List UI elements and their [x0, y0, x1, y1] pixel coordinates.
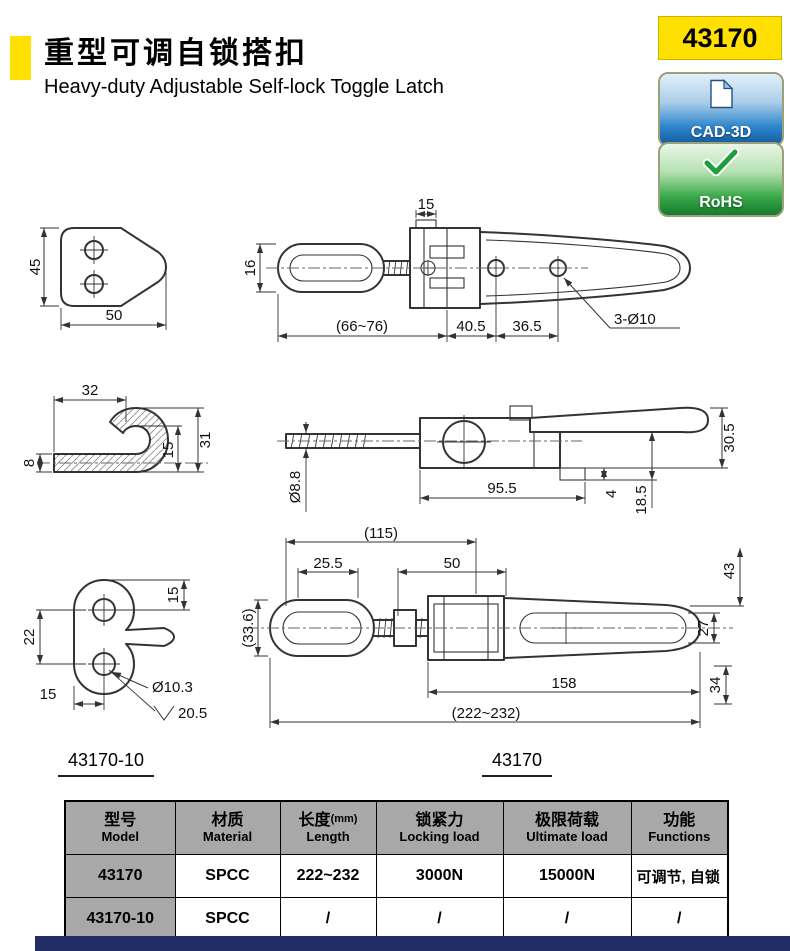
dim-label: 22 [21, 629, 38, 646]
dim-label: 40.5 [456, 318, 485, 335]
dim-label: (115) [364, 526, 398, 542]
drawing-latch-side: 15 16 (66~76) 40.5 36.5 3-Ø10 [242, 196, 691, 342]
rohs-badge: RoHS [658, 142, 784, 217]
dim-label: 31 [197, 432, 214, 449]
drawing-plate-front: 45 50 [27, 227, 167, 330]
dim-label: 20.5 [178, 705, 207, 722]
cell-functions: 可调节, 自锁 [630, 854, 729, 898]
dim-label: 43 [721, 563, 738, 580]
dim-label: 4 [603, 490, 620, 498]
cell-model: 43170 [64, 854, 176, 898]
dim-label: 3-Ø10 [614, 311, 656, 328]
cad-3d-badge[interactable]: CAD-3D [658, 72, 784, 147]
dim-label: 45 [27, 259, 44, 276]
dim-label: 15 [40, 686, 57, 703]
drawing-hook-section: 32 8 31 15 [22, 382, 214, 473]
dim-label: 25.5 [313, 555, 342, 572]
cell-locking-load: 3000N [375, 854, 504, 898]
rohs-label: RoHS [699, 194, 743, 211]
dim-label: 34 [707, 677, 724, 694]
drawing-latch-profile: Ø8.8 95.5 4 18.5 30.5 [277, 405, 738, 515]
drawing-latch-top: (115) 25.5 50 (33.6) 158 (222~232) 27 43… [240, 526, 744, 728]
part-number-badge: 43170 [658, 16, 782, 60]
dim-label: (66~76) [336, 318, 388, 335]
col-header-length: 长度(mm)Length [279, 800, 377, 855]
drawing-plate10: 15 22 15 Ø10.3 20.5 [21, 579, 207, 722]
dim-label: 32 [82, 382, 99, 399]
dim-label: 30.5 [721, 423, 738, 452]
cell-length: / [279, 897, 377, 942]
dim-label: 158 [551, 675, 576, 692]
dim-label: 27 [695, 620, 712, 637]
dim-label: 16 [242, 260, 259, 277]
dim-label: 15 [165, 587, 182, 604]
cad-3d-label: CAD-3D [690, 124, 752, 141]
dim-label: 15 [418, 196, 435, 213]
dim-label: Ø10.3 [152, 679, 193, 696]
cell-length: 222~232 [279, 854, 377, 898]
label-43170-10: 43170-10 [58, 750, 155, 777]
footer-bar [35, 936, 790, 951]
dim-label: 95.5 [487, 480, 516, 497]
rohs-check-icon [703, 149, 739, 176]
dim-label: 15 [160, 442, 177, 459]
dim-label: Ø8.8 [287, 471, 304, 504]
cell-ultimate-load: 15000N [502, 854, 632, 898]
yellow-accent-bar [10, 36, 31, 80]
dim-label: (222~232) [452, 705, 521, 722]
dim-label: 50 [444, 555, 461, 572]
dim-label: 18.5 [633, 485, 650, 514]
dim-label: 36.5 [512, 318, 541, 335]
cell-model: 43170-10 [64, 897, 176, 942]
cell-functions: / [630, 897, 729, 942]
cell-locking-load: / [375, 897, 504, 942]
page-subtitle-en: Heavy-duty Adjustable Self-lock Toggle L… [44, 76, 444, 98]
table-row: 43170-10 SPCC / / / / [64, 897, 729, 942]
cad-file-icon [710, 79, 734, 109]
table-row: 43170 SPCC 222~232 3000N 15000N 可调节, 自锁 [64, 854, 729, 898]
cell-material: SPCC [174, 897, 281, 942]
dim-label: 50 [106, 307, 123, 324]
dim-label: 8 [22, 459, 38, 467]
label-43170: 43170 [482, 750, 553, 777]
page-title-cn: 重型可调自锁搭扣 [44, 37, 308, 70]
cell-ultimate-load: / [502, 897, 632, 942]
cell-material: SPCC [174, 854, 281, 898]
dim-label: (33.6) [240, 608, 257, 647]
